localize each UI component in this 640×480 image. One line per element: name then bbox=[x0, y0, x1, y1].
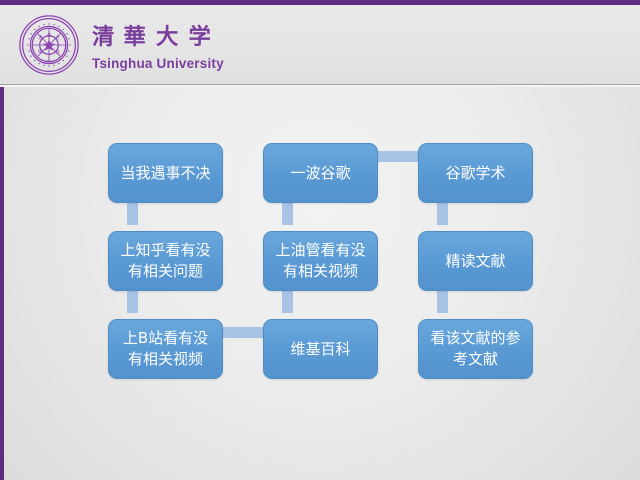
flow-node-n2[interactable]: 一波谷歌 bbox=[263, 143, 378, 203]
flow-node-n9-label: 看该文献的参 考文献 bbox=[430, 329, 521, 368]
connector-n3-n6 bbox=[437, 203, 448, 225]
connector-n6-n9 bbox=[437, 291, 448, 313]
top-accent-bar bbox=[0, 0, 640, 5]
connector-n1-n4 bbox=[127, 203, 138, 225]
wordmark: 清 華 大 学 Tsinghua University bbox=[92, 19, 224, 71]
flow-node-n4-label: 上知乎看有没 有相关问题 bbox=[120, 241, 211, 280]
connector-n2-n3 bbox=[376, 151, 422, 162]
flow-node-n6[interactable]: 精读文献 bbox=[418, 231, 533, 291]
svg-text:大: 大 bbox=[56, 34, 61, 41]
flow-node-n5-label: 上油管看有没 有相关视频 bbox=[275, 241, 366, 280]
flow-node-n6-label: 精读文献 bbox=[445, 251, 506, 270]
flow-node-n7-label: 上B站看有没 有相关视频 bbox=[122, 329, 209, 368]
svg-text:清: 清 bbox=[38, 34, 43, 41]
connector-n5-n8 bbox=[282, 291, 293, 313]
svg-text:華: 華 bbox=[123, 23, 145, 50]
slide-header: 清華大 學校 1911 清 華 大 学 Tsinghua University bbox=[0, 5, 640, 85]
flow-node-n3-label: 谷歌学术 bbox=[445, 163, 506, 182]
connector-n4-n7 bbox=[127, 291, 138, 313]
svg-text:1911: 1911 bbox=[45, 59, 53, 63]
university-name-en: Tsinghua University bbox=[92, 56, 224, 71]
flow-node-n3[interactable]: 谷歌学术 bbox=[418, 143, 533, 203]
svg-text:学: 学 bbox=[188, 23, 210, 50]
tsinghua-university-seal-icon: 清華大 學 校 1911 bbox=[19, 15, 79, 75]
svg-text:華: 華 bbox=[47, 32, 52, 39]
flow-node-n5[interactable]: 上油管看有没 有相关视频 bbox=[263, 231, 378, 291]
flow-node-n4[interactable]: 上知乎看有没 有相关问题 bbox=[108, 231, 223, 291]
flow-chart: 当我遇事不决 一波谷歌 谷歌学术 上知乎看有没 有相关问题 上油管看有没 有相关… bbox=[0, 85, 640, 480]
svg-text:學: 學 bbox=[38, 49, 43, 56]
tsinghua-chinese-wordmark-icon: 清 華 大 学 bbox=[92, 23, 211, 50]
flow-node-n1-label: 当我遇事不决 bbox=[120, 163, 211, 182]
flow-node-n7[interactable]: 上B站看有没 有相关视频 bbox=[108, 319, 223, 379]
flow-node-n9[interactable]: 看该文献的参 考文献 bbox=[418, 319, 533, 379]
left-accent-bar bbox=[0, 0, 4, 480]
header-divider bbox=[0, 84, 640, 85]
connector-n7-n8 bbox=[221, 327, 267, 338]
flow-node-n8[interactable]: 维基百科 bbox=[263, 319, 378, 379]
flow-node-n1[interactable]: 当我遇事不决 bbox=[108, 143, 223, 203]
header-divider-highlight bbox=[0, 85, 640, 87]
flow-node-n8-label: 维基百科 bbox=[290, 339, 351, 358]
flow-node-n2-label: 一波谷歌 bbox=[290, 163, 351, 182]
svg-text:校: 校 bbox=[56, 49, 61, 56]
connector-n2-n5 bbox=[282, 203, 293, 225]
svg-text:清: 清 bbox=[92, 24, 114, 50]
branding-block: 清華大 學校 1911 清 華 大 学 Tsinghua University bbox=[18, 14, 224, 76]
svg-text:大: 大 bbox=[156, 24, 179, 50]
